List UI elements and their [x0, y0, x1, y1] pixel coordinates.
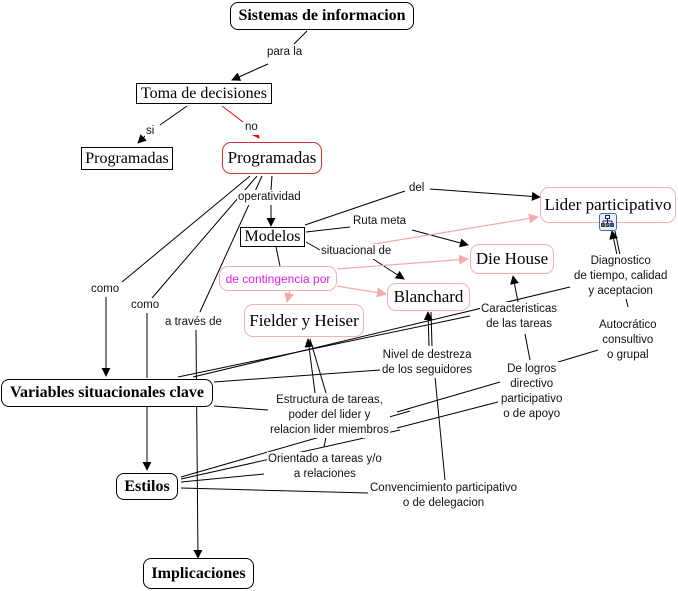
link-text-line: o de apoyo — [503, 408, 561, 420]
node-toma-de-decisiones[interactable]: Toma de decisiones — [136, 83, 272, 104]
concept-map-resource-icon[interactable] — [599, 213, 617, 231]
edge — [372, 258, 405, 280]
node-estilos[interactable]: Estilos — [116, 473, 178, 500]
node-variables-situacionales-clave[interactable]: Variables situacionales clave — [1, 379, 213, 407]
link-caracteristicas[interactable]: Caracteristicas de las tareas — [480, 302, 559, 332]
link-text-line: Nivel de destreza — [382, 349, 472, 361]
link-de-logros[interactable]: De logros directivo participativo o de a… — [500, 362, 564, 422]
link-text-line: y aceptacion — [588, 285, 653, 297]
link-text-line: Diagnostico — [590, 255, 651, 267]
edge — [423, 311, 433, 347]
node-blanchard[interactable]: Blanchard — [387, 283, 470, 311]
edge — [231, 63, 269, 81]
link-como-2[interactable]: como — [130, 298, 161, 313]
edge-pink — [336, 254, 469, 270]
link-text-line: o grupal — [606, 349, 649, 361]
edge — [434, 376, 446, 481]
edge — [510, 275, 519, 303]
link-text-line: poder del lider y — [288, 409, 371, 421]
link-text-line: o de delegacion — [402, 497, 485, 509]
link-text-line: Orientado a tareas y/o — [268, 453, 382, 465]
link-text-line: De logros — [507, 363, 557, 375]
link-text-line: Autocrático — [599, 319, 657, 331]
link-ruta-meta[interactable]: Ruta meta — [352, 214, 408, 229]
link-estructura-de-tareas[interactable]: Estructura de tareas, poder del lider y … — [269, 393, 390, 438]
link-operatividad[interactable]: operatividad — [237, 190, 302, 205]
link-text-line: relacion lider miembros — [270, 424, 389, 436]
link-del[interactable]: del — [408, 181, 426, 196]
edge — [293, 30, 308, 45]
node-lider-participativo[interactable]: Lider participativo — [540, 187, 676, 223]
node-programadas-no[interactable]: Programadas — [222, 142, 322, 174]
link-no[interactable]: no — [244, 120, 259, 135]
edge — [180, 473, 265, 483]
link-si[interactable]: si — [145, 124, 156, 139]
edge-pink — [284, 289, 295, 303]
edge — [524, 333, 531, 361]
edge — [180, 487, 369, 494]
link-text-line: consultivo — [602, 334, 654, 346]
link-como-1[interactable]: como — [90, 282, 121, 297]
link-text-line: Caracteristicas — [481, 303, 558, 315]
link-nivel-de-destreza[interactable]: Nivel de destreza de los seguidores — [381, 348, 474, 378]
edge — [304, 190, 406, 226]
link-text-line: Convencimiento participativo — [370, 482, 518, 494]
edge — [213, 405, 269, 411]
link-para-la[interactable]: para la — [266, 45, 304, 60]
link-text-line: de tiempo, calidad — [574, 270, 668, 282]
edge-pink — [336, 285, 387, 298]
link-text-line: Estructura de tareas, — [276, 394, 383, 406]
link-text-line: directivo — [510, 378, 554, 390]
link-situacional-de[interactable]: situacional de — [320, 244, 393, 259]
edge — [305, 226, 351, 233]
link-diagnostico[interactable]: Diagnostico de tiempo, calidad y aceptac… — [573, 254, 669, 299]
edge — [193, 329, 203, 559]
edge — [430, 311, 433, 347]
edge — [213, 369, 381, 383]
node-de-contingencia-por[interactable]: de contingencia por — [219, 266, 337, 291]
edge — [121, 175, 251, 283]
link-text-line: de las tareas — [486, 318, 552, 330]
edge — [614, 230, 621, 256]
edge — [305, 241, 321, 251]
edge — [429, 188, 541, 201]
edge — [159, 105, 188, 126]
edge — [411, 229, 469, 248]
edge — [396, 381, 501, 413]
edge — [275, 246, 281, 267]
edge — [270, 175, 273, 191]
link-text-line: participativo — [501, 393, 563, 405]
node-sistemas[interactable]: Sistemas de informacion — [230, 2, 414, 30]
link-text-line: de los seguidores — [382, 364, 473, 376]
link-text-line: a relaciones — [293, 468, 356, 480]
link-convencimiento[interactable]: Convencimiento participativo o de delega… — [369, 481, 519, 511]
edge — [304, 338, 316, 394]
edge — [323, 436, 327, 448]
node-modelos[interactable]: Modelos — [240, 227, 305, 247]
link-a-traves-de[interactable]: a través de — [164, 315, 223, 330]
node-fielder-y-heiser[interactable]: Fielder y Heiser — [244, 304, 364, 337]
link-autocratico[interactable]: Autocrático consultivo o grupal — [598, 318, 658, 363]
edge-no — [221, 105, 244, 123]
node-implicaciones[interactable]: Implicaciones — [143, 558, 254, 589]
edge — [609, 230, 619, 256]
node-programadas-si[interactable]: Programadas — [81, 147, 173, 170]
edge — [554, 349, 599, 364]
node-die-house[interactable]: Die House — [470, 244, 554, 274]
edge — [396, 401, 499, 429]
edge — [177, 315, 471, 378]
link-orientado-a-tareas[interactable]: Orientado a tareas y/o a relaciones — [267, 452, 383, 482]
